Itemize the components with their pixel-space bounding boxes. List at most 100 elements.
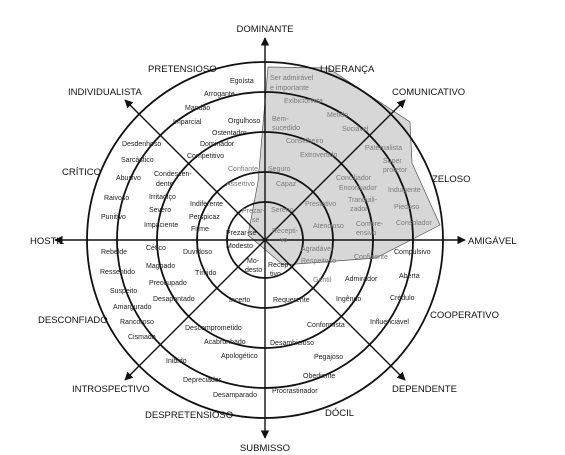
trait-word: Conformista xyxy=(307,322,345,329)
trait-word: Obediente xyxy=(303,373,335,380)
octant-label: COMUNICATIVO xyxy=(392,87,465,98)
trait-word: Sarcástico xyxy=(121,157,154,164)
trait-word: Gentil xyxy=(313,277,332,284)
trait-word: Cismado xyxy=(128,334,156,341)
trait-word: Descomprometido xyxy=(185,325,242,332)
trait-word: Recep- xyxy=(268,262,291,269)
trait-word: Atencioso xyxy=(313,223,344,230)
trait-word: Prezar-se xyxy=(226,230,256,237)
trait-word: Preocupado xyxy=(149,280,187,287)
octant-label: INDIVIDUALISTA xyxy=(68,87,142,98)
trait-word: Conselheiro xyxy=(286,138,323,145)
trait-word: Sereno xyxy=(271,207,294,214)
trait-word: Exibicionista xyxy=(284,98,323,105)
trait-word: Arrogante xyxy=(204,91,235,98)
trait-word: Confidente xyxy=(354,254,388,261)
trait-word: Influenciável xyxy=(370,319,409,326)
trait-word: Encorajador xyxy=(339,185,377,192)
trait-word: Admirador xyxy=(345,276,378,283)
trait-word: Requerente xyxy=(273,297,310,304)
trait-word: sucedido xyxy=(272,125,300,132)
trait-word: Ostentador xyxy=(212,130,247,137)
trait-word: Piedoso xyxy=(394,204,419,211)
octant-label: DÓCIL xyxy=(325,408,354,419)
trait-word: Dominador xyxy=(200,141,235,148)
trait-word: vo xyxy=(280,237,288,244)
trait-word: Mandão xyxy=(185,105,210,112)
trait-word: Incerto xyxy=(229,297,251,304)
octant-label: LIDERANÇA xyxy=(320,64,375,75)
trait-word: Mo- xyxy=(247,258,260,265)
trait-word: ensivo xyxy=(356,230,376,237)
trait-word: Apologético xyxy=(221,353,258,360)
trait-word: Tímido xyxy=(195,270,217,277)
trait-word: Prezar- xyxy=(242,208,266,215)
trait-word: Super xyxy=(383,158,402,165)
trait-word: Modesto xyxy=(226,243,253,250)
diagonal-axis-b xyxy=(124,99,406,381)
trait-word: Orgulhoso xyxy=(228,118,260,125)
trait-word: Desamparado xyxy=(213,392,257,399)
trait-word: Depreciador xyxy=(183,377,222,384)
trait-word: Magoado xyxy=(146,263,175,270)
trait-word: Irritadiço xyxy=(149,194,176,201)
octant-label: CRÍTICO xyxy=(62,167,101,178)
trait-word: Inibido xyxy=(166,358,187,365)
trait-word: Capaz xyxy=(276,181,297,188)
trait-word: Sociável xyxy=(342,126,369,133)
trait-word: Competitivo xyxy=(187,153,224,160)
trait-word: Egoísta xyxy=(230,78,254,85)
trait-word: Extrovertido xyxy=(300,152,337,159)
octant-label: DESPRETENSIOSO xyxy=(145,410,233,421)
trait-word: Bem- xyxy=(272,116,289,123)
trait-word: Pegajoso xyxy=(314,354,343,361)
trait-word: Compre- xyxy=(356,221,384,228)
trait-word: Procrastinador xyxy=(272,388,318,395)
trait-word: Desambicioso xyxy=(270,340,314,347)
trait-word: Metido xyxy=(327,112,348,119)
axis-label-right: AMIGÁVEL xyxy=(468,236,517,247)
trait-word: Agradável xyxy=(301,246,333,253)
trait-word: Respeitoso xyxy=(301,258,336,265)
trait-word: Indiferente xyxy=(190,201,223,208)
trait-word: Tranquili- xyxy=(348,197,378,204)
trait-word: Assertivo xyxy=(226,181,255,188)
trait-word: Punitivo xyxy=(101,214,126,221)
trait-word: e importante xyxy=(270,85,309,92)
trait-word: Ressentido xyxy=(100,269,135,276)
trait-word: Paternalista xyxy=(365,145,402,152)
trait-word: Prestativo xyxy=(305,201,336,208)
octant-label: INTROSPECTIVO xyxy=(72,384,150,395)
axis-label-top: DOMINANTE xyxy=(237,24,294,35)
trait-word: Consolador xyxy=(396,220,432,227)
trait-word: Indulgente xyxy=(388,187,421,194)
trait-word: Confiante xyxy=(228,166,258,173)
trait-word: Duvidoso xyxy=(183,249,212,256)
trait-word: Ser admirável xyxy=(270,75,314,82)
trait-word: Suspeito xyxy=(110,288,137,295)
trait-word: Firme xyxy=(191,226,209,233)
trait-word: Rancoroso xyxy=(120,319,154,326)
trait-word: Compulsivo xyxy=(394,249,431,256)
trait-word: desto xyxy=(245,267,262,274)
trait-word: Rebelde xyxy=(101,249,127,256)
octant-label: ZELOSO xyxy=(432,174,471,185)
trait-word: Conciliador xyxy=(336,175,372,182)
octant-label: DESCONFIADO xyxy=(38,315,108,326)
trait-word: Desapontado xyxy=(153,296,195,303)
trait-word: Recepti- xyxy=(272,228,299,235)
trait-word: Acabrunhado xyxy=(204,339,246,346)
trait-word: Crédulo xyxy=(390,295,415,302)
octant-label: DEPENDENTE xyxy=(392,384,457,395)
trait-word: tivo xyxy=(270,271,281,278)
trait-word: se xyxy=(252,217,260,224)
trait-word: Impaciente xyxy=(144,222,178,229)
trait-word: Severo xyxy=(149,207,171,214)
axis-label-bottom: SUBMISSO xyxy=(240,443,290,454)
trait-word: Ingênuo xyxy=(336,296,361,303)
trait-word: Raivoso xyxy=(104,195,129,202)
trait-word: Amargurado xyxy=(113,304,152,311)
trait-word: Seguro xyxy=(268,166,291,173)
trait-word: dente xyxy=(156,181,174,188)
